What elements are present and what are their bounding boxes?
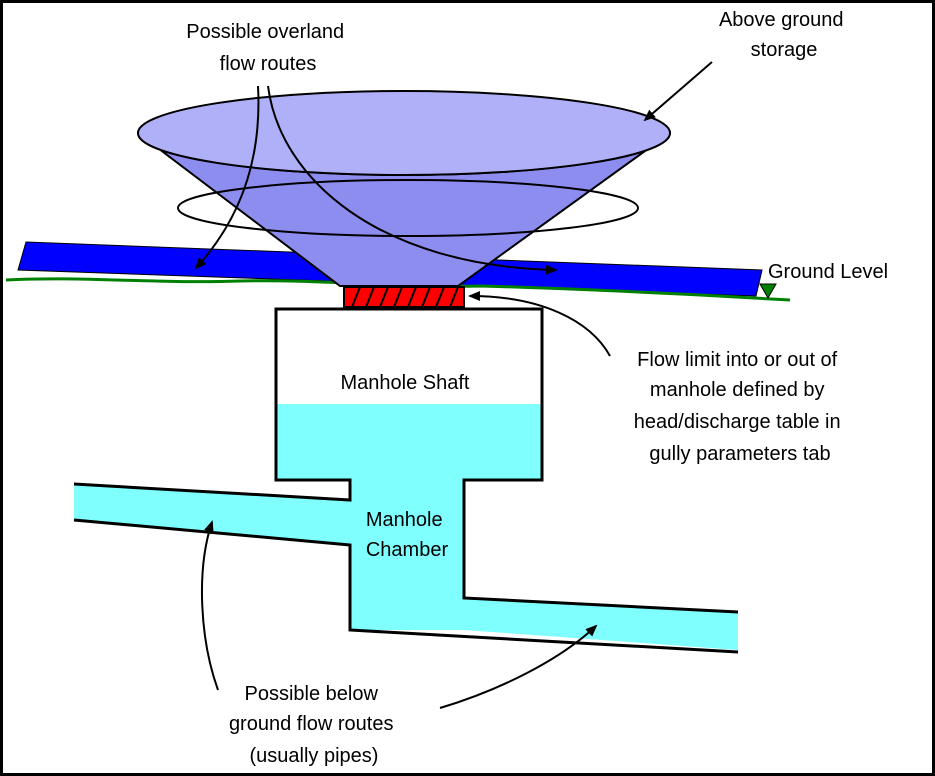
ground-level-marker: [759, 283, 777, 300]
water-body: [74, 404, 738, 650]
below-ground-pointer-left: [200, 520, 219, 691]
ground-level-label: Ground Level: [768, 261, 888, 283]
flow-limit-pointer-arrow: [468, 291, 611, 357]
below-ground-pointer-right: [439, 624, 598, 709]
overland-route-arrow-left: [194, 85, 260, 270]
gully-grate: [343, 286, 465, 308]
above-ground-storage: [136, 90, 672, 287]
overland-routes-label: Possible overland flow routes: [186, 21, 349, 75]
above-ground-storage-label: Above ground storage: [719, 9, 849, 61]
manhole-chamber-label: Manhole Chamber: [366, 509, 449, 561]
storage-pointer-arrow: [643, 61, 713, 122]
flow-limit-label: Flow limit into or out of manhole define…: [634, 349, 846, 465]
manhole-shaft-label: Manhole Shaft: [341, 372, 470, 394]
below-ground-routes-label: Possible below ground flow routes (usual…: [229, 683, 399, 767]
overland-route-arrow-right: [267, 85, 558, 275]
